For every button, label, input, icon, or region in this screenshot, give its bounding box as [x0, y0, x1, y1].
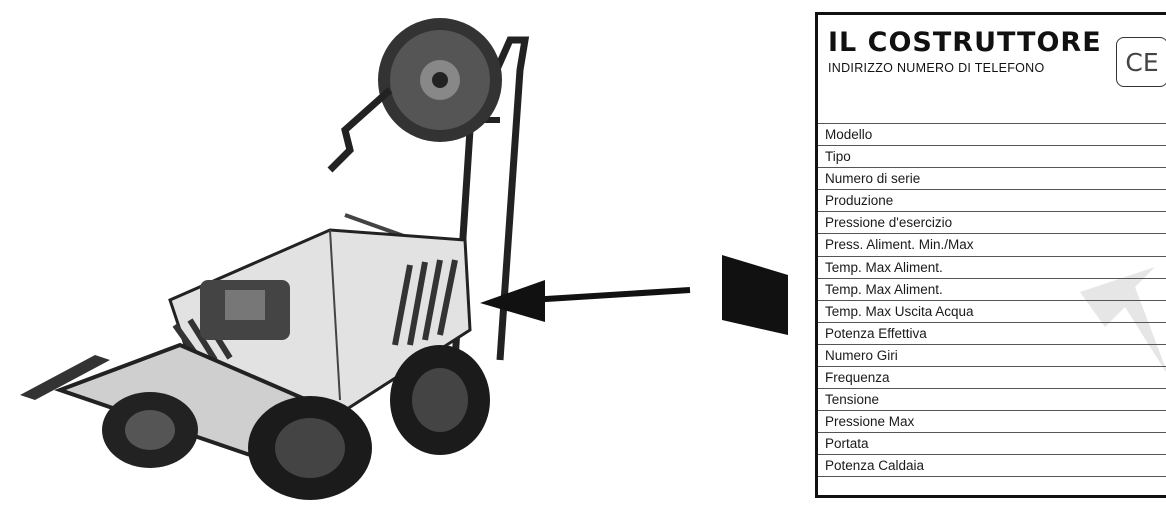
pressure-washer-illustration	[0, 0, 800, 506]
field-row: Potenza Effettiva	[818, 322, 1166, 344]
field-row: Tipo	[818, 145, 1166, 167]
data-plate: IL COSTRUTTORE INDIRIZZO NUMERO DI TELEF…	[815, 12, 1166, 498]
pointer-arrow	[530, 290, 690, 300]
field-list: Modello Tipo Numero di serie Produzione …	[818, 123, 1166, 477]
field-row: Pressione d'esercizio	[818, 211, 1166, 233]
field-row: Numero di serie	[818, 167, 1166, 189]
field-row: Potenza Caldaia	[818, 454, 1166, 476]
plate-header: IL COSTRUTTORE INDIRIZZO NUMERO DI TELEF…	[826, 27, 1156, 87]
field-row: Frequenza	[818, 366, 1166, 388]
field-row: Temp. Max Aliment.	[818, 278, 1166, 300]
field-row: Numero Giri	[818, 344, 1166, 366]
address-line: INDIRIZZO NUMERO DI TELEFONO	[828, 60, 1045, 76]
field-row: Tensione	[818, 388, 1166, 410]
plate-location-marker	[722, 255, 788, 335]
field-row: Temp. Max Aliment.	[818, 256, 1166, 278]
field-row: Press. Aliment. Min./Max	[818, 233, 1166, 255]
ce-mark-icon: CE	[1116, 37, 1166, 87]
manufacturer-name: IL COSTRUTTORE	[828, 27, 1102, 59]
field-row: Portata	[818, 432, 1166, 454]
field-row: Pressione Max	[818, 410, 1166, 432]
field-row: Produzione	[818, 189, 1166, 211]
field-row: Temp. Max Uscita Acqua	[818, 300, 1166, 322]
field-row: Modello	[818, 123, 1166, 145]
